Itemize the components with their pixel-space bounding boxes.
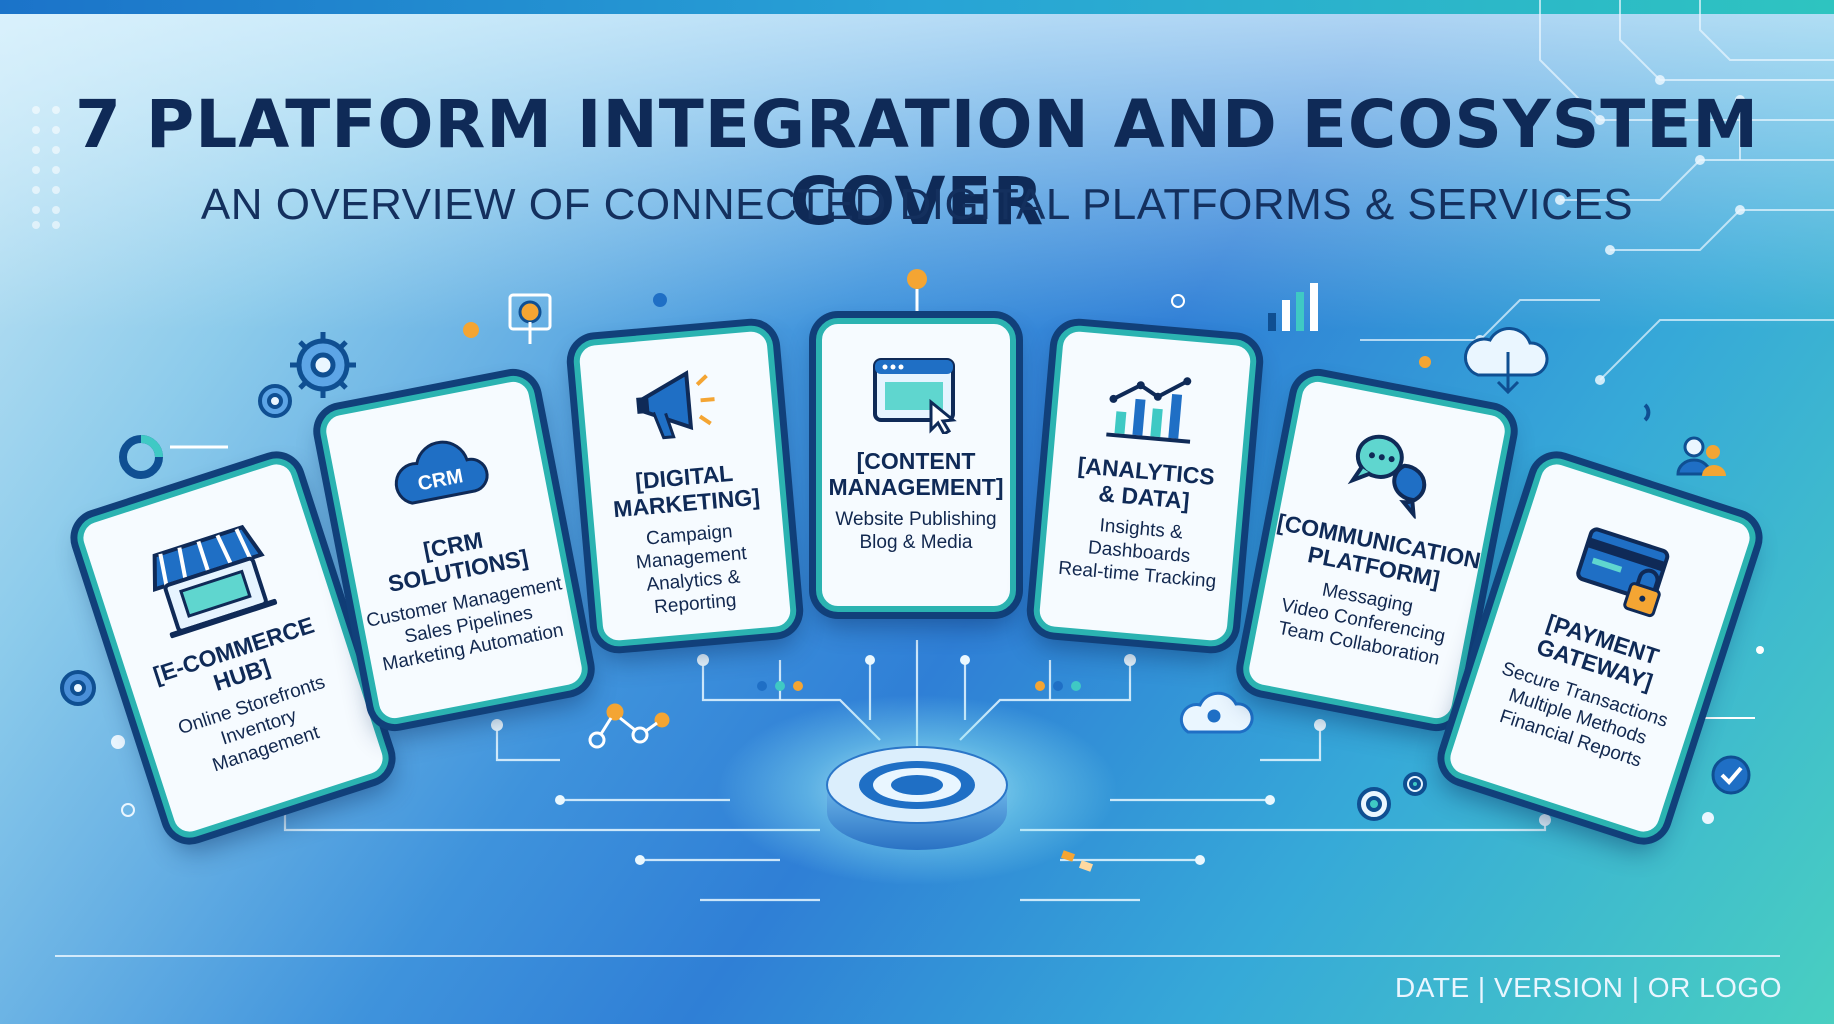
top-accent-bar	[0, 0, 1834, 14]
page-title: 7 PLATFORM INTEGRATION AND ECOSYSTEM COV…	[74, 86, 1760, 240]
white-dot-right	[1756, 646, 1764, 654]
card-digital-marketing[interactable]: [DIGITAL MARKETING] Campaign Management …	[571, 323, 799, 649]
users-icon	[1676, 436, 1726, 476]
card-description: Insights & Dashboards Real-time Tracking	[1057, 515, 1218, 593]
gears-right-icon	[1357, 772, 1427, 821]
blue-dot	[653, 293, 667, 307]
bar-chart-icon	[1268, 283, 1318, 331]
check-badge-icon	[1711, 755, 1751, 795]
megaphone-icon	[636, 370, 715, 440]
footer-label: DATE | VERSION | OR LOGO	[1395, 972, 1782, 1003]
gear-icon	[290, 332, 356, 398]
card-title: [DIGITAL MARKETING]	[612, 459, 761, 523]
card-ecommerce-hub[interactable]: [E-COMMERCE HUB] Online Storefronts Inve…	[71, 452, 395, 844]
dots-cluster-left	[757, 681, 803, 691]
hub-connection-nodes	[279, 654, 1551, 865]
card-payment-gateway[interactable]: [PAYMENT GATEWAY] Secure Transactions Mu…	[1438, 452, 1762, 844]
ring-dot	[1171, 294, 1185, 308]
analytics-chart-icon	[1106, 377, 1192, 444]
card-content-management[interactable]: [CONTENT MANAGEMENT] Website Publishing …	[816, 318, 1016, 612]
card-description: Campaign Management Analytics & Reportin…	[635, 521, 748, 619]
crm-cloud-icon: CRM	[394, 440, 489, 505]
card-description: Website Publishing Blog & Media	[835, 509, 997, 553]
dots-cluster-right	[1035, 681, 1081, 691]
partial-ring-icon	[1643, 403, 1651, 422]
central-hub	[826, 746, 1008, 850]
donut-chart-icon	[119, 435, 228, 479]
top-orange-node	[907, 269, 927, 289]
card-title: [ANALYTICS & DATA]	[1076, 452, 1216, 514]
cloud-users-icon	[1179, 691, 1254, 734]
orange-markers	[1060, 850, 1094, 872]
workflow-icon	[588, 703, 670, 749]
orange-dot	[463, 322, 479, 338]
magnifier-chart-icon	[508, 293, 552, 344]
small-gear-icon	[258, 384, 292, 418]
card-analytics-data[interactable]: [ANALYTICS & DATA] Insights & Dashboards…	[1031, 323, 1259, 649]
browser-window-icon	[873, 358, 957, 434]
ring-dot-left	[121, 803, 135, 817]
cloud-download-icon	[1464, 327, 1549, 395]
dot-grid-top-left	[32, 106, 60, 229]
footer-divider	[55, 955, 1780, 957]
white-dot-right-2	[1702, 812, 1714, 824]
white-dot-left	[111, 735, 125, 749]
circuit-traces-top-right	[1360, 0, 1834, 381]
secure-card-icon	[1576, 527, 1670, 618]
gear-left-icon	[60, 670, 96, 706]
orange-dot-right	[1419, 356, 1431, 368]
card-title: [CONTENT MANAGEMENT]	[828, 448, 1004, 500]
page-subtitle: AN OVERVIEW OF CONNECTED DIGITAL PLATFOR…	[200, 180, 1634, 229]
storefront-icon	[152, 524, 278, 639]
card-communication-platform[interactable]: [COMMUNICATION PLATFORM] Messaging Video…	[1239, 372, 1515, 728]
card-crm-solutions[interactable]: CRM [CRM SOLUTIONS] Customer Management …	[316, 372, 592, 728]
chat-bubbles-icon	[1347, 434, 1427, 521]
